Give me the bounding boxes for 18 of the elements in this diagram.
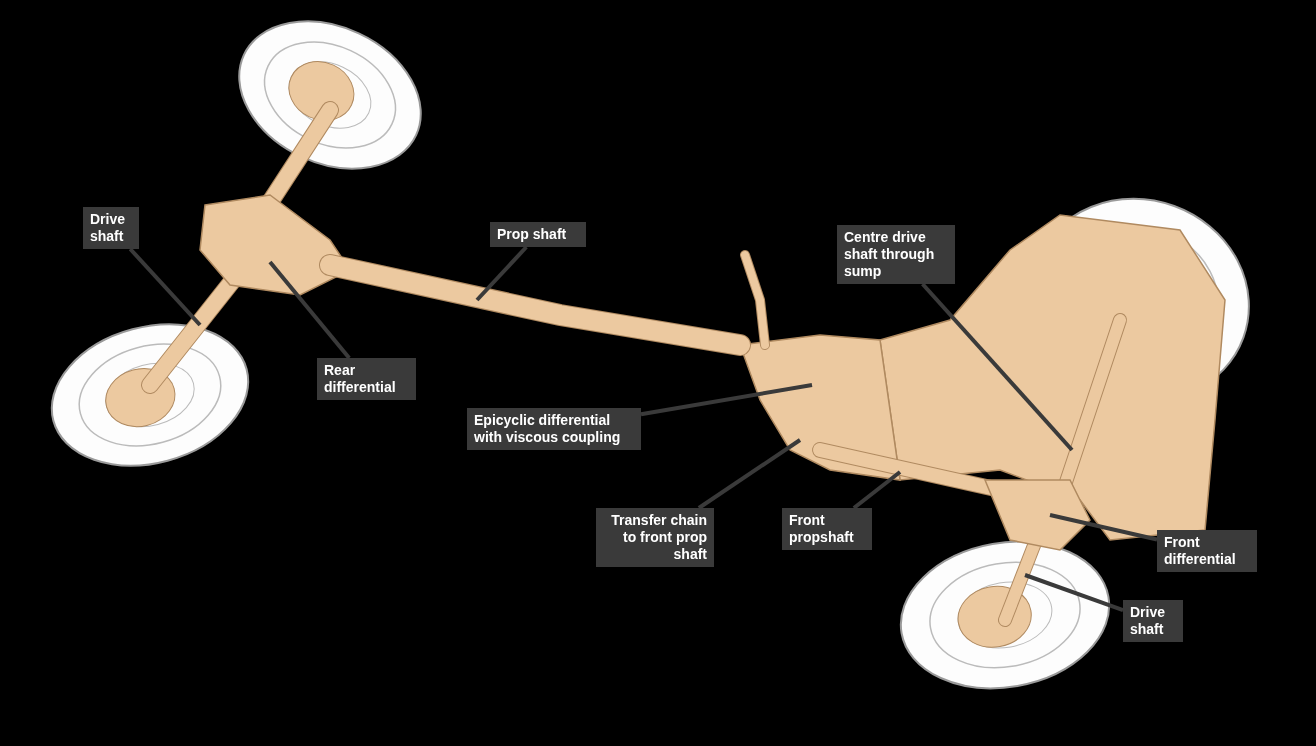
leader-line: [921, 282, 1074, 452]
leader-line: [268, 260, 351, 360]
callout-label: Drive shaft: [83, 207, 139, 249]
leader-line: [697, 438, 802, 510]
callout-label: Front propshaft: [782, 508, 872, 550]
callout-label: Rear differential: [317, 358, 416, 400]
callout-label: Transfer chain to front prop shaft: [596, 508, 714, 567]
callout-label: Drive shaft: [1123, 600, 1183, 642]
leader-line: [128, 247, 202, 327]
callout-label: Epicyclic differential with viscous coupling: [467, 408, 641, 450]
callout-label: Centre drive shaft through sump: [837, 225, 955, 284]
leader-line: [1049, 513, 1158, 542]
callout-label: Front differential: [1157, 530, 1257, 572]
leader-line: [1024, 573, 1124, 613]
leader-line: [852, 470, 902, 510]
leader-line: [475, 245, 528, 302]
leader-line: [640, 383, 813, 417]
callout-label: Prop shaft: [490, 222, 586, 247]
